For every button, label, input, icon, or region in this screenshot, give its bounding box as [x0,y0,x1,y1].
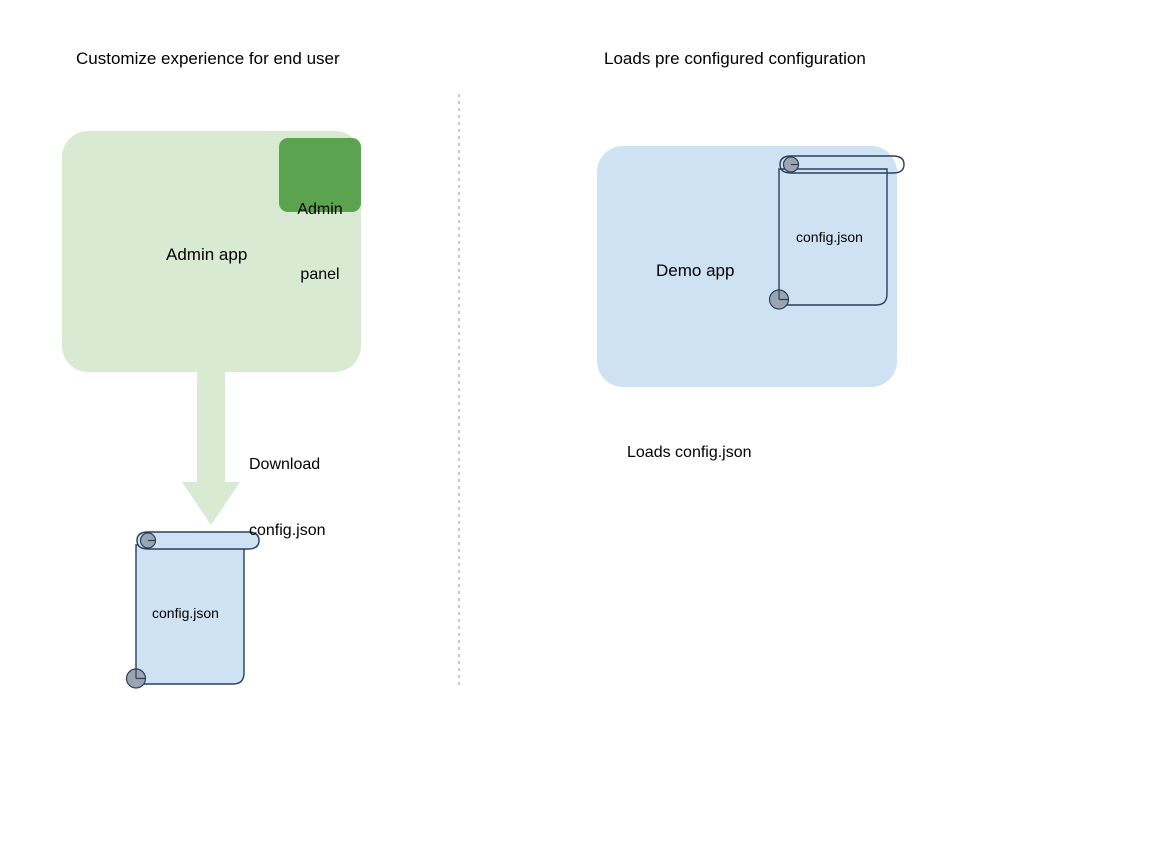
loads-config-caption: Loads config.json [627,444,752,461]
admin-panel-box[interactable] [279,138,361,212]
right-config-document-label: config.json [796,229,863,245]
admin-panel-label-line2: panel [300,265,340,283]
download-arrow [182,360,240,525]
demo-app-label: Demo app [656,261,735,280]
left-config-document[interactable] [125,531,260,689]
demo-app-box[interactable] [597,146,897,387]
right-doc-bottom-curl-notch [778,290,789,301]
right-doc-body [778,168,888,306]
download-arrow-label-line1: Download [249,456,321,474]
left-doc-bottom-curl-notch [135,669,146,680]
right-config-document[interactable] [768,155,905,310]
left-config-document-label: config.json [152,605,219,621]
admin-panel-label: Admin panel [279,155,361,307]
admin-app-label: Admin app [166,245,248,264]
left-doc-body [135,544,245,685]
left-section-title: Customize experience for end user [76,49,340,68]
left-doc-top-curl [136,531,260,550]
download-arrow-label-line2: config.json [249,522,326,540]
right-doc-top-curl [779,155,905,174]
right-section-title: Loads pre configured configuration [604,49,866,68]
admin-panel-label-line1: Admin [297,200,343,218]
download-arrow-label: Download config.json [249,410,326,565]
